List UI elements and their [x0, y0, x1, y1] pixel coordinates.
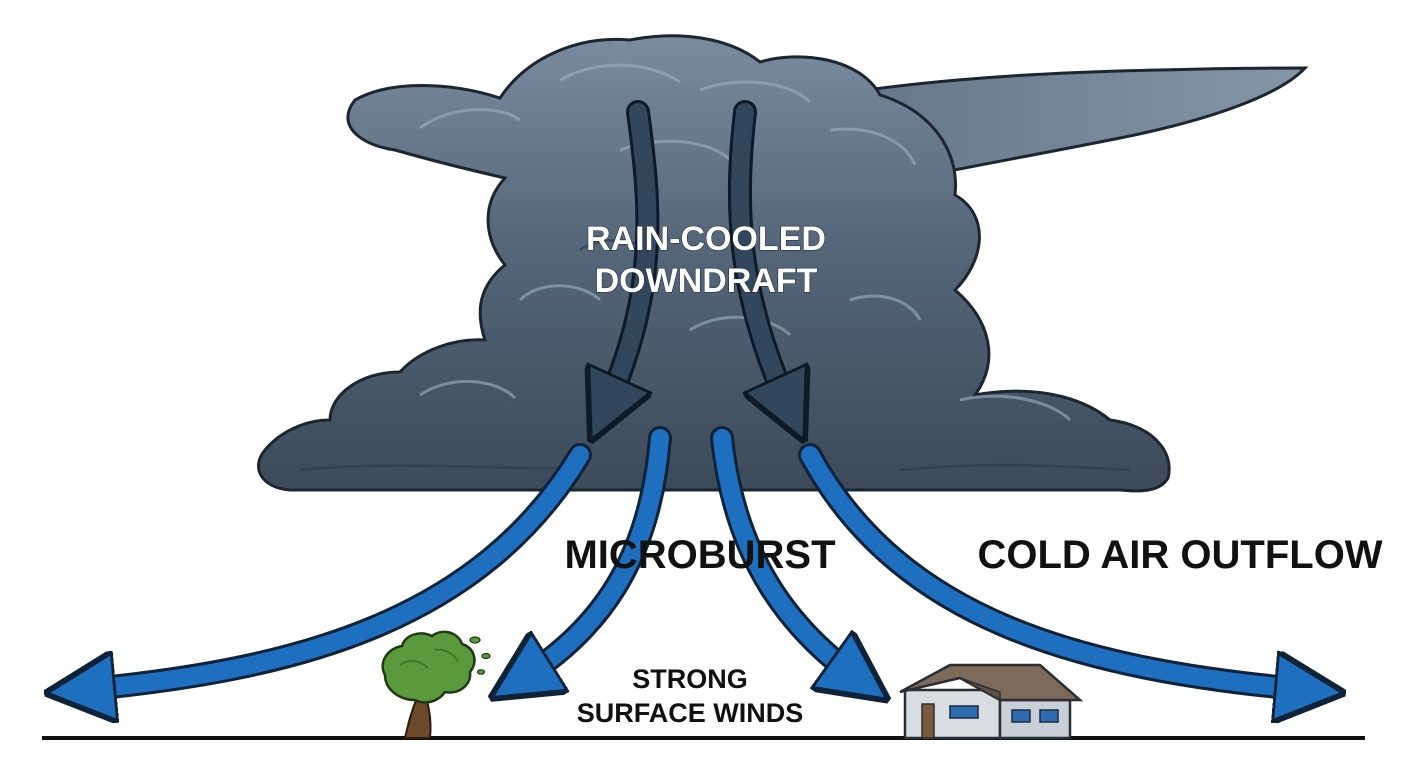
label-downdraft-line2: DOWNDRAFT: [595, 262, 818, 300]
label-surface-line1: STRONG: [632, 664, 748, 694]
downdraft-arrows: [605, 100, 790, 410]
outflow-arrow-far-left: [80, 446, 589, 690]
tree-icon: [381, 630, 491, 739]
label-downdraft-line1: RAIN-COOLED: [586, 220, 826, 258]
label-surface-line2: SURFACE WINDS: [577, 698, 804, 728]
outflow-arrow-left: [520, 429, 669, 680]
thunderstorm-cloud: [257, 34, 1309, 493]
label-outflow: COLD AIR OUTFLOW: [977, 533, 1382, 577]
outflow-arrows: [80, 426, 1310, 690]
cloud-body: [257, 34, 1171, 493]
house-icon: [899, 663, 1084, 740]
outflow-arrow-far-right: [801, 446, 1310, 690]
label-microburst: MICROBURST: [564, 533, 835, 577]
cloud-texture: [419, 63, 1072, 422]
outflow-arrow-right: [713, 429, 860, 680]
